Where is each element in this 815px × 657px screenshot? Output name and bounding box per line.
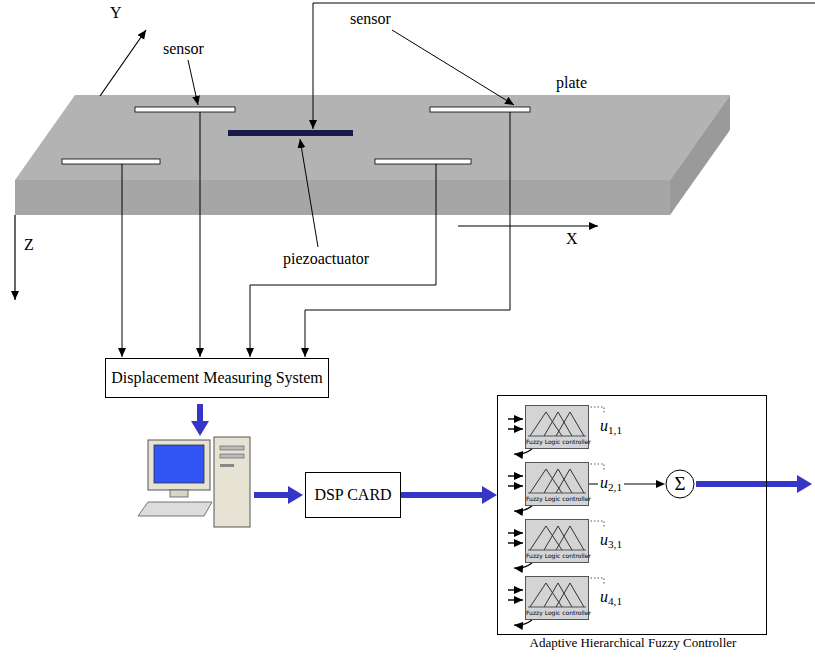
controller-io-strokes	[508, 407, 604, 625]
plate-side	[670, 95, 730, 215]
membership-triangle	[556, 583, 584, 607]
sum-circle	[666, 470, 694, 498]
membership-triangle	[556, 526, 584, 550]
node-text: Fuzzy Logic controller	[526, 553, 588, 560]
input-arrow	[508, 475, 523, 476]
dotted-lead	[587, 521, 604, 528]
sensor-strip	[62, 159, 160, 164]
x-axis	[458, 225, 598, 226]
fuzzy-controller-icon: Fuzzy Logic controller	[525, 519, 589, 563]
fuzzy-controller-icon: Fuzzy Logic controller	[525, 462, 589, 506]
axis-line	[528, 493, 586, 494]
input-arrow	[508, 542, 523, 543]
signal-label: u3,1	[598, 531, 624, 551]
signal-arrow	[401, 492, 482, 498]
feedback-arrow	[514, 449, 532, 454]
leader-line	[188, 60, 198, 105]
part-label: piezoactuator	[283, 250, 369, 268]
input-arrow	[508, 418, 523, 419]
node-text: Displacement Measuring System	[111, 369, 323, 387]
sensor-wire	[122, 164, 123, 357]
input-arrow	[508, 532, 523, 533]
signal-label: u1,1	[598, 417, 624, 437]
feedback-arrow	[514, 506, 532, 511]
sensor-strip	[135, 107, 235, 112]
axis-line	[528, 607, 586, 608]
input-arrow	[508, 599, 523, 600]
node-text: DSP CARD	[314, 486, 391, 504]
fuzzy-controller-icon: Fuzzy Logic controller	[525, 405, 589, 449]
feedback-arrow	[514, 620, 532, 625]
node-text: Fuzzy Logic controller	[526, 610, 588, 617]
feedback-arrow	[514, 563, 532, 568]
input-arrow	[508, 589, 523, 590]
drive-slot	[220, 454, 244, 458]
y-axis	[100, 30, 146, 96]
part-label: sensor	[163, 40, 204, 58]
tower	[214, 437, 250, 527]
axis-label: Y	[110, 4, 122, 22]
axis-label: Z	[24, 236, 34, 254]
controller-box: Adaptive Hierarchical Fuzzy ControllerFu…	[497, 395, 767, 635]
monitor-stand	[170, 490, 188, 497]
membership-triangle	[556, 412, 584, 436]
input-arrow	[508, 428, 523, 429]
sensor-wire	[305, 112, 510, 357]
dotted-lead	[587, 464, 604, 471]
summing-junction: Σ	[665, 469, 695, 499]
sensor-wire	[250, 164, 436, 357]
drive-slot	[220, 446, 244, 450]
sensor-strip	[375, 159, 471, 164]
part-label: plate	[556, 74, 587, 92]
signal-arrow	[696, 481, 797, 487]
axis-line	[528, 436, 586, 437]
monitor	[148, 440, 210, 490]
dotted-lead	[587, 578, 604, 585]
signal-label: u2,1	[598, 474, 624, 494]
node-text: Fuzzy Logic controller	[526, 496, 588, 503]
axis-label: X	[566, 230, 578, 248]
z-axis	[14, 215, 15, 300]
membership-triangle	[556, 469, 584, 493]
group-caption: Adaptive Hierarchical Fuzzy Controller	[478, 636, 788, 651]
axis-line	[528, 550, 586, 551]
fuzzy-controller-icon: Fuzzy Logic controller	[525, 576, 589, 620]
actuator-wire	[313, 3, 815, 129]
leader-line	[392, 30, 514, 105]
drive-slot	[220, 464, 234, 467]
leader-line	[300, 139, 318, 247]
screen	[154, 445, 204, 483]
dsp-card-box: DSP CARD	[305, 472, 401, 518]
sensor-strip	[430, 107, 530, 112]
dotted-lead	[587, 407, 604, 414]
input-arrow	[508, 485, 523, 486]
plate-front	[15, 180, 670, 215]
sensor-wire	[200, 112, 201, 357]
node-text: Σ	[674, 473, 685, 495]
measuring-system-box: Displacement Measuring System	[105, 358, 329, 398]
signal-arrow	[254, 492, 288, 498]
keyboard	[138, 502, 212, 516]
signal-arrow	[197, 404, 203, 421]
signal-label: u4,1	[598, 588, 624, 608]
computer-illustration	[138, 437, 250, 527]
part-label: sensor	[350, 10, 391, 28]
node-text: Fuzzy Logic controller	[526, 439, 588, 446]
piezoactuator	[228, 130, 353, 136]
